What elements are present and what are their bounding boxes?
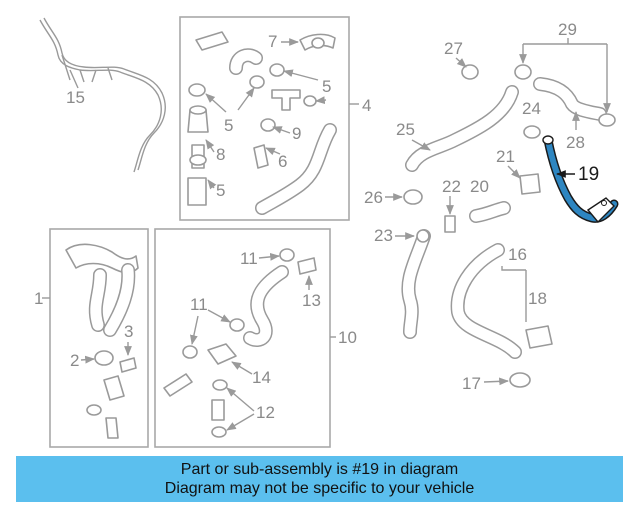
- callout-1: 1: [34, 289, 43, 308]
- callout-4: 4: [362, 96, 371, 115]
- box-10-parts: [163, 248, 317, 438]
- box-4-parts: [187, 31, 337, 215]
- leader-15: [69, 69, 79, 89]
- callout-5-b: 5: [224, 116, 233, 135]
- part-19-highlighted-pipe: [542, 135, 619, 224]
- parts-diagram: 15 7 5 5 9 8 6: [34, 16, 619, 448]
- callout-20: 20: [470, 177, 489, 196]
- callout-21: 21: [496, 147, 515, 166]
- callout-19: 19: [578, 164, 599, 185]
- callout-12: 12: [256, 403, 275, 422]
- callout-17: 17: [462, 374, 481, 393]
- callout-6: 6: [278, 152, 287, 171]
- callout-5-c: 5: [216, 181, 225, 200]
- callout-2: 2: [70, 351, 79, 370]
- callout-7: 7: [268, 32, 277, 51]
- callout-18: 18: [528, 289, 547, 308]
- banner-line-2: Diagram may not be specific to your vehi…: [164, 480, 475, 497]
- callout-28: 28: [566, 133, 585, 152]
- callout-13: 13: [302, 291, 321, 310]
- callout-10: 10: [338, 328, 357, 347]
- part-15-harness: [39, 17, 166, 173]
- callout-5-a: 5: [322, 77, 331, 96]
- callout-14: 14: [252, 368, 271, 387]
- callout-16: 16: [508, 245, 527, 264]
- callout-25: 25: [396, 120, 415, 139]
- right-area-parts: [401, 64, 616, 388]
- banner-line-1: Part or sub-assembly is #19 in diagram: [180, 461, 459, 478]
- callout-23: 23: [374, 226, 393, 245]
- callout-22: 22: [442, 177, 461, 196]
- callout-26: 26: [364, 188, 383, 207]
- group-box-4: [179, 16, 350, 221]
- group-box-10: [154, 228, 331, 448]
- callout-11-b: 11: [190, 295, 208, 314]
- callout-8: 8: [216, 145, 225, 164]
- group-box-1: [49, 228, 149, 448]
- callout-9: 9: [292, 124, 301, 143]
- callout-27: 27: [444, 39, 463, 58]
- callout-3: 3: [124, 322, 133, 341]
- callout-15: 15: [66, 88, 85, 107]
- info-banner: Part or sub-assembly is #19 in diagram D…: [16, 456, 623, 502]
- callout-24: 24: [522, 99, 541, 118]
- callout-29: 29: [558, 20, 577, 39]
- box-1-parts: [65, 243, 139, 439]
- callout-11-a: 11: [240, 249, 258, 268]
